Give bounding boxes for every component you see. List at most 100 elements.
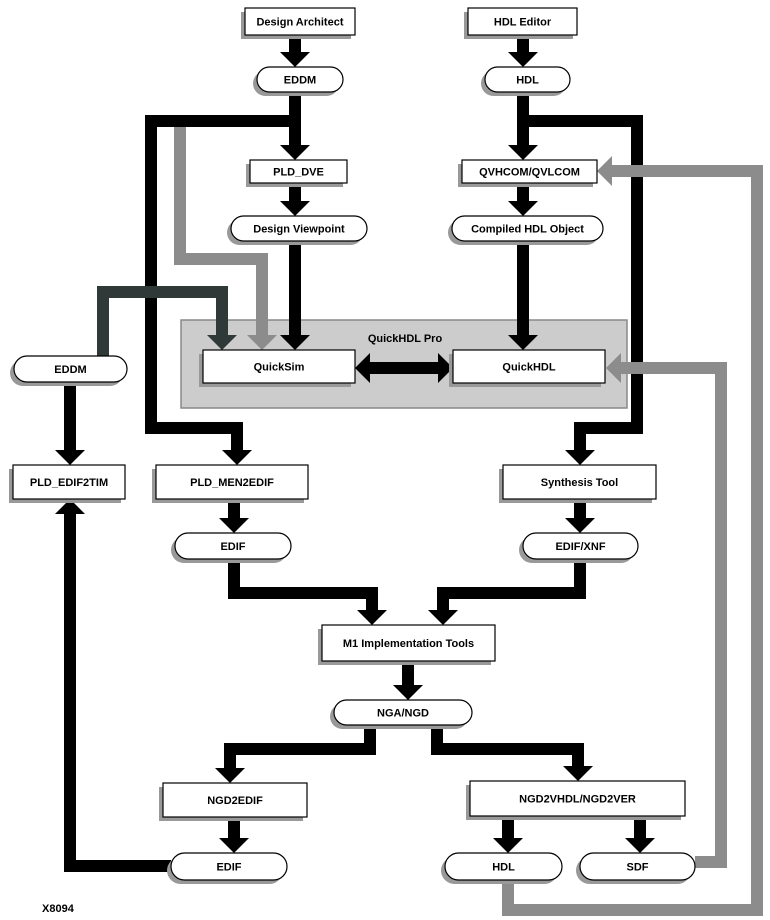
node-label: EDIF [216,862,241,874]
arrowhead-icon [565,450,595,465]
node-edif-xnf: EDIF/XNF [519,532,639,563]
arrow-hdl-to-qvhcom-feedback [502,156,763,916]
arrow-eddm-gray-to-quicksim [174,127,277,350]
arrow-viewpoint-to-quicksim [280,241,310,350]
node-hdl-editor: HDL Editor [464,7,578,39]
node-label: HDL [516,75,539,87]
node-m1-tools: M1 Implementation Tools [318,624,496,665]
node-label: Compiled HDL Object [471,224,584,236]
node-edif-mid: EDIF [171,532,292,563]
arrowhead-icon [215,768,245,783]
arrow-m1-to-ngangd [393,661,423,700]
node-pld-dve: PLD_DVE [246,159,348,187]
arrowhead-icon [222,450,252,465]
node-label: EDDM [54,364,86,376]
node-ngd2edif: NGD2EDIF [159,782,308,821]
arrow-sdf-to-quickhdl [606,353,727,868]
node-pld-edif2tim: PLD_EDIF2TIM [9,464,126,503]
arrow-ngd2edif-to-edif [219,817,249,853]
node-pld-men2edif: PLD_MEN2EDIF [152,464,309,503]
node-label: PLD_MEN2EDIF [190,477,274,489]
node-label: PLD_DVE [273,167,324,179]
arrowhead-icon [247,335,277,350]
arrowhead-icon [493,838,523,853]
node-label: EDDM [284,75,316,87]
node-compiled-hdl: Compiled HDL Object [448,215,604,245]
node-label: QuickSim [254,362,305,374]
arrowhead-icon [438,353,453,383]
node-label: NGD2EDIF [207,795,263,807]
arrowhead-icon [207,335,237,350]
arrow-eddm-left-to-quicksim [97,286,237,356]
node-eddm-left: EDDM [10,355,128,386]
node-design-viewpoint: Design Viewpoint [227,215,368,245]
arrowhead-icon [565,518,595,533]
node-label: SDF [627,862,649,874]
arrow-architect-to-eddm [280,35,310,67]
arrow-edif-to-m1 [228,559,387,625]
arrow-hdl-to-synthesis [523,115,643,465]
arrowhead-icon [55,499,85,514]
arrow-compiled-to-quickhdl [508,241,538,350]
arrow-edifxnf-to-m1 [428,559,586,625]
arrowhead-icon [508,145,538,160]
arrow-editor-to-hdl [508,35,538,67]
node-eddm-top: EDDM [253,66,344,96]
arrow-ngd2vhdl-to-hdl [493,816,523,853]
node-quickhdl: QuickHDL [449,349,606,387]
node-label: Synthesis Tool [541,477,618,489]
node-edif-bottom: EDIF [167,852,288,884]
node-quicksim: QuickSim [199,349,356,387]
node-label: QVHCOM/QVLCOM [479,167,580,179]
node-label: Design Viewpoint [253,224,345,236]
node-hdl-bottom: HDL [441,852,563,884]
arrowhead-icon [508,52,538,67]
figure-id-label: X8094 [42,903,75,915]
node-label: PLD_EDIF2TIM [30,477,108,489]
arrow-pld-dve-to-viewpoint [280,183,310,216]
node-label: NGA/NGD [377,708,429,720]
arrow-ngangd-to-ngd2vhdl [431,725,593,781]
node-label: QuickHDL [502,362,555,374]
arrowhead-icon [355,353,370,383]
node-label: HDL [492,862,515,874]
arrow-edif-to-edif2tim [55,499,171,872]
arrow-eddm-left-to-edif2tim [55,382,85,465]
arrowhead-icon [625,838,655,853]
arrow-ngangd-to-ngd2edif [215,725,376,783]
node-label: EDIF [220,541,245,553]
node-design-architect: Design Architect [241,7,356,39]
arrowhead-icon [280,201,310,216]
quickhdl-pro-label: QuickHDL Pro [368,333,443,345]
arrowhead-icon [55,450,85,465]
arrowhead-icon [280,145,310,160]
arrowhead-icon [508,335,538,350]
node-synthesis-tool: Synthesis Tool [499,464,657,503]
arrowhead-icon [597,156,612,186]
node-label: HDL Editor [494,17,552,29]
node-hdl-top: HDL [481,66,571,96]
arrowhead-icon [428,610,458,625]
arrow-qvhcom-to-compiled [508,183,538,216]
arrowhead-icon [219,518,249,533]
arrowhead-icon [280,335,310,350]
node-label: EDIF/XNF [555,541,605,553]
arrow-eddm-to-pld-men2edif [145,115,295,465]
node-nga-ngd: NGA/NGD [330,699,473,729]
node-ngd2vhdl: NGD2VHDL/NGD2VER [466,780,686,820]
arrowhead-icon [280,52,310,67]
node-label: M1 Implementation Tools [343,638,474,650]
arrow-men2edif-to-edif [219,499,249,533]
arrow-quicksim-quickhdl [355,353,453,383]
arrowhead-icon [393,685,423,700]
node-sdf: SDF [576,852,696,884]
arrowhead-icon [508,201,538,216]
arrow-ngd2vhdl-to-sdf [625,816,655,853]
node-label: NGD2VHDL/NGD2VER [519,794,636,806]
node-label: Design Architect [256,17,343,29]
arrowhead-icon [563,766,593,781]
arrow-synthesis-to-edifxnf [565,499,595,533]
arrowhead-icon [357,610,387,625]
